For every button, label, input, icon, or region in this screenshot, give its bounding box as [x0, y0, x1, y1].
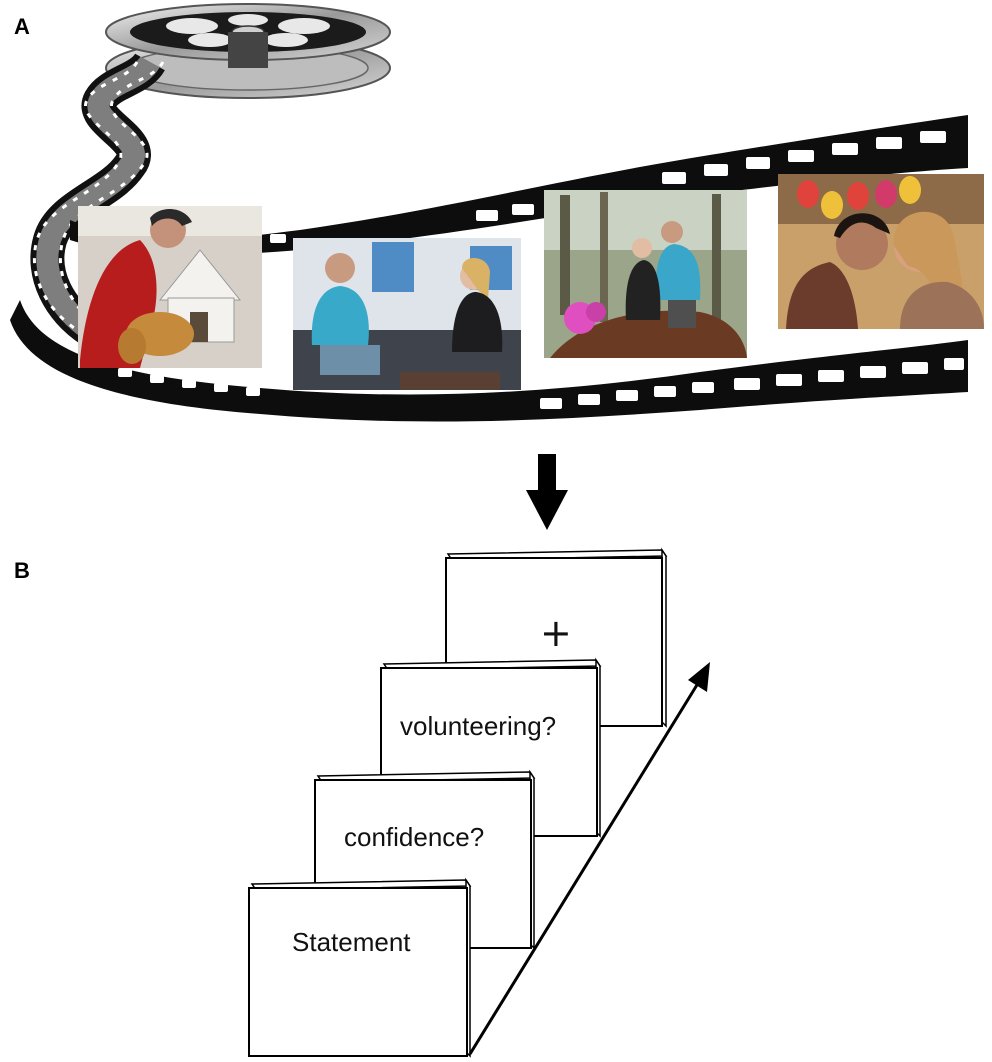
panel-label-a: A: [14, 14, 30, 39]
time-arrow: [468, 662, 710, 1055]
film-reel-icon: [105, 3, 391, 99]
down-arrow: [526, 454, 568, 530]
film-strip-tail: [30, 51, 165, 345]
trial-card-statement: [248, 877, 472, 1058]
frame-couple-planting-outdoors: [544, 190, 747, 358]
volunteering-question: volunteering?: [400, 711, 556, 741]
frame-couple-on-sofa: [293, 238, 521, 390]
film-strip: [10, 115, 968, 422]
statement-text: Statement: [292, 927, 411, 957]
confidence-question: confidence?: [344, 822, 484, 852]
fixation-cross: +: [540, 611, 572, 655]
frame-couple-kissing-with-balloons: [778, 174, 984, 329]
frame-man-with-dog-and-doghouse: [78, 206, 262, 368]
panel-label-b: B: [14, 558, 30, 583]
